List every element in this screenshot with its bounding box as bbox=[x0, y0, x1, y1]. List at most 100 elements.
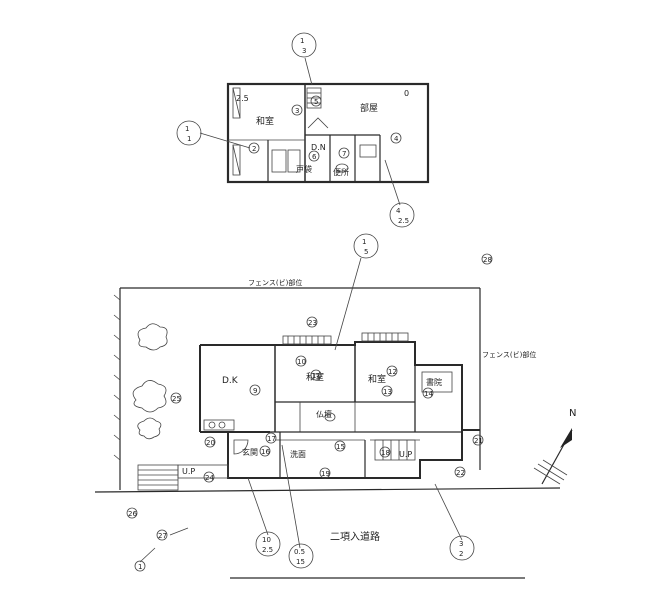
svg-text:2: 2 bbox=[252, 145, 256, 153]
fence-note: フェンス(ビ)部位 bbox=[248, 278, 302, 287]
callout-2: 2 bbox=[248, 142, 260, 154]
fixture bbox=[359, 144, 377, 158]
window bbox=[232, 87, 241, 119]
stairs-label: D.N bbox=[311, 143, 326, 152]
room-label-senmen: 洗面 bbox=[290, 449, 306, 459]
svg-text:18: 18 bbox=[381, 449, 390, 457]
dim-label: 2.5 bbox=[236, 94, 249, 103]
svg-text:14: 14 bbox=[424, 390, 433, 398]
entry-steps bbox=[137, 464, 229, 491]
road-label: 二項入道路 bbox=[330, 530, 380, 543]
svg-text:15: 15 bbox=[296, 558, 305, 566]
callout-5: 5 bbox=[310, 95, 322, 107]
callout-28: 28 bbox=[481, 253, 493, 265]
callout-1: 1 bbox=[134, 560, 146, 572]
svg-text:2: 2 bbox=[459, 550, 463, 558]
svg-text:3: 3 bbox=[459, 540, 463, 548]
callout-18: 18 bbox=[379, 446, 391, 458]
leader-lines bbox=[139, 57, 463, 563]
photo-marker-b2: 0.5 15 bbox=[288, 543, 314, 569]
callout-12: 12 bbox=[386, 365, 398, 377]
room-label-butsuma: 仏壇 bbox=[316, 409, 332, 419]
upper-floor-outline bbox=[226, 82, 430, 184]
callout-27: 27 bbox=[156, 529, 168, 541]
svg-text:28: 28 bbox=[483, 256, 492, 264]
svg-text:11: 11 bbox=[312, 372, 321, 380]
room-label-heya: 部屋 bbox=[360, 102, 378, 114]
dim-label: 0 bbox=[404, 89, 409, 98]
svg-text:15: 15 bbox=[336, 443, 345, 451]
shoin-cabinet bbox=[421, 371, 453, 393]
callout-14: 14 bbox=[422, 387, 433, 399]
north-arrow-icon: N bbox=[533, 408, 576, 485]
callout-23: 23 bbox=[306, 316, 318, 328]
svg-text:23: 23 bbox=[308, 319, 317, 327]
photo-marker-left: 1 1 bbox=[176, 120, 202, 146]
svg-text:5: 5 bbox=[364, 248, 368, 256]
photo-marker-b3: 3 2 bbox=[449, 535, 475, 561]
callout-26: 26 bbox=[126, 507, 137, 519]
window-hatch bbox=[232, 87, 241, 119]
veranda bbox=[361, 332, 409, 342]
svg-text:25: 25 bbox=[172, 395, 181, 403]
up-label: U.P bbox=[182, 467, 195, 476]
svg-text:13: 13 bbox=[383, 388, 392, 396]
svg-text:16: 16 bbox=[261, 448, 270, 456]
callout-6: 6 bbox=[308, 150, 320, 162]
trees bbox=[132, 323, 168, 440]
svg-text:27: 27 bbox=[158, 532, 167, 540]
window-hatch bbox=[232, 144, 241, 176]
kitchen-counter bbox=[203, 419, 235, 431]
room-label-benjo: 便所 bbox=[333, 167, 349, 177]
photo-marker-mid: 1 5 bbox=[353, 233, 379, 259]
svg-text:1: 1 bbox=[362, 238, 366, 246]
callout-22: 22 bbox=[454, 466, 466, 478]
room-label-dk: D.K bbox=[222, 376, 239, 386]
svg-text:10: 10 bbox=[297, 358, 306, 366]
svg-text:1: 1 bbox=[187, 135, 191, 143]
callout-19: 19 bbox=[319, 467, 331, 479]
callout-20: 20 bbox=[204, 436, 216, 448]
room-label-genkan: 玄関 bbox=[242, 447, 258, 457]
svg-text:9: 9 bbox=[253, 387, 257, 395]
svg-text:19: 19 bbox=[321, 470, 330, 478]
site-boundary bbox=[94, 287, 561, 579]
callout-17: 17 bbox=[265, 432, 277, 444]
callout-3: 3 bbox=[291, 104, 303, 116]
svg-text:24: 24 bbox=[205, 474, 214, 482]
svg-text:3: 3 bbox=[295, 107, 299, 115]
callout-7: 7 bbox=[338, 147, 350, 159]
svg-text:1: 1 bbox=[138, 563, 142, 571]
fixture bbox=[287, 149, 301, 173]
svg-text:10: 10 bbox=[262, 536, 271, 544]
ground-floor-plan: D.K 和室 和室 仏壇 書院 玄関 洗面 U.P U.P フェンス(ビ)部位 … bbox=[137, 278, 536, 543]
room-label-washitsu: 和室 bbox=[256, 115, 274, 127]
svg-text:6: 6 bbox=[312, 153, 317, 161]
photo-marker-top: 1 3 bbox=[291, 32, 317, 58]
callout-10: 10 bbox=[295, 355, 307, 367]
room-label-shoin: 書院 bbox=[426, 377, 442, 387]
window bbox=[232, 144, 241, 176]
svg-text:26: 26 bbox=[128, 510, 137, 518]
ground-stairs bbox=[374, 439, 416, 461]
svg-text:1: 1 bbox=[185, 125, 189, 133]
callout-21: 21 bbox=[472, 434, 484, 446]
svg-text:2.5: 2.5 bbox=[262, 546, 273, 554]
door-swing bbox=[233, 439, 249, 455]
upper-floor-plan: 和室 部屋 戸袋 便所 D.N 2.5 0 bbox=[226, 82, 430, 184]
veranda bbox=[282, 335, 332, 345]
svg-text:22: 22 bbox=[456, 469, 465, 477]
svg-text:1: 1 bbox=[300, 37, 304, 45]
room-label-tobukuro: 戸袋 bbox=[296, 164, 312, 174]
callout-15: 15 bbox=[334, 440, 346, 452]
callout-16: 16 bbox=[259, 445, 270, 457]
toilet bbox=[324, 412, 336, 422]
upper-stairs bbox=[306, 87, 329, 129]
fence-note: フェンス(ビ)部位 bbox=[482, 350, 536, 359]
svg-text:2.5: 2.5 bbox=[398, 217, 409, 225]
room-label-washitsu-2: 和室 bbox=[368, 373, 386, 385]
callout-4: 4 bbox=[390, 132, 402, 144]
svg-text:20: 20 bbox=[206, 439, 215, 447]
callout-13: 13 bbox=[381, 385, 393, 397]
